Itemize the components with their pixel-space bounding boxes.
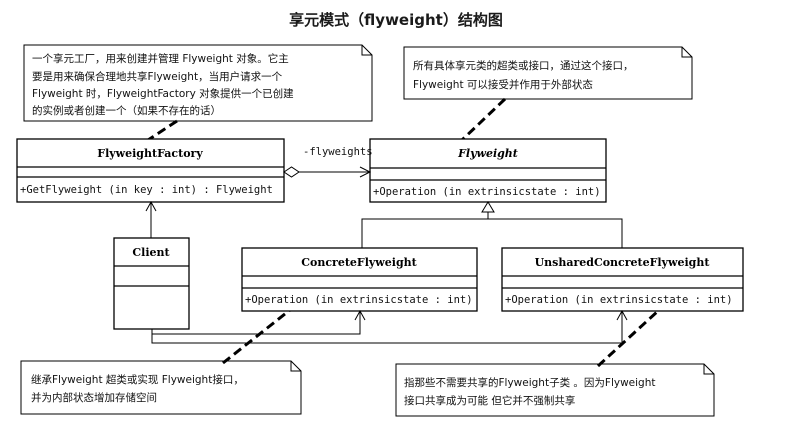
class-name-concrete-flyweight: ConcreteFlyweight bbox=[301, 256, 417, 269]
operation-unshared: +Operation (in extrinsicstate : int) bbox=[505, 294, 733, 306]
generalization-links bbox=[361, 201, 623, 248]
class-client[interactable]: Client bbox=[113, 237, 190, 330]
class-name-client: Client bbox=[132, 246, 170, 259]
operation-get-flyweight: +GetFlyweight (in key : int) : Flyweight bbox=[20, 184, 273, 196]
operation-concrete: +Operation (in extrinsicstate : int) bbox=[245, 294, 473, 306]
class-unshared-concrete-flyweight[interactable]: UnsharedConcreteFlyweight +Operation (in… bbox=[501, 247, 744, 312]
class-flyweight-factory[interactable]: FlyweightFactory +GetFlyweight (in key :… bbox=[16, 138, 285, 203]
note-factory-line-1: 一个享元工厂，用来创建并管理 Flyweight 对象。它主 bbox=[32, 52, 289, 65]
note-unshared-line-1: 指那些不需要共享的Flyweight子类 。因为Flyweight bbox=[404, 376, 655, 389]
anchor-factory bbox=[147, 119, 178, 142]
anchor-unshared bbox=[596, 309, 660, 368]
note-flyweight-line-2: Flyweight 可以接受并作用于外部状态 bbox=[413, 78, 593, 91]
note-flyweight: 所有具体享元类的超类或接口，通过这个接口， Flyweight 可以接受并作用于… bbox=[403, 46, 693, 100]
note-factory-line-3: Flyweight 时，FlyweightFactory 对象提供一个已创建 bbox=[32, 87, 294, 100]
class-name-flyweight: Flyweight bbox=[457, 147, 518, 160]
note-concrete-line-1: 继承Flyweight 超类或实现 Flyweight接口， bbox=[31, 373, 244, 386]
note-unshared-line-2: 接口共享成为可能 但它并不强制共享 bbox=[404, 394, 575, 407]
aggregation-flyweights: -flyweights bbox=[283, 146, 373, 178]
note-factory-line-2: 要是用来确保合理地共享Flyweight，当用户请求一个 bbox=[32, 70, 283, 83]
note-concrete: 继承Flyweight 超类或实现 Flyweight接口， 并为内部状态增加存… bbox=[20, 360, 302, 415]
note-factory: 一个享元工厂，用来创建并管理 Flyweight 对象。它主 要是用来确保合理地… bbox=[23, 44, 373, 122]
class-name-flyweight-factory: FlyweightFactory bbox=[97, 147, 203, 160]
diagram-title: 享元模式（flyweight）结构图 bbox=[289, 11, 503, 29]
class-name-unshared-concrete-flyweight: UnsharedConcreteFlyweight bbox=[535, 256, 711, 269]
association-label: -flyweights bbox=[303, 146, 373, 158]
anchor-flyweight bbox=[460, 97, 507, 142]
client-to-factory-link bbox=[145, 200, 157, 238]
note-unshared: 指那些不需要共享的Flyweight子类 。因为Flyweight 接口共享成为… bbox=[395, 363, 715, 417]
note-flyweight-line-1: 所有具体享元类的超类或接口，通过这个接口， bbox=[413, 59, 634, 72]
client-dependency-links bbox=[151, 309, 628, 344]
note-concrete-line-2: 并为内部状态增加存储空间 bbox=[31, 391, 157, 404]
operation-flyweight: +Operation (in extrinsicstate : int) bbox=[373, 186, 601, 198]
class-flyweight[interactable]: Flyweight +Operation (in extrinsicstate … bbox=[369, 138, 607, 203]
class-concrete-flyweight[interactable]: ConcreteFlyweight +Operation (in extrins… bbox=[241, 247, 478, 312]
note-factory-line-4: 的实例或者创建一个（如果不存在的话） bbox=[32, 104, 221, 117]
anchor-concrete bbox=[222, 308, 291, 365]
